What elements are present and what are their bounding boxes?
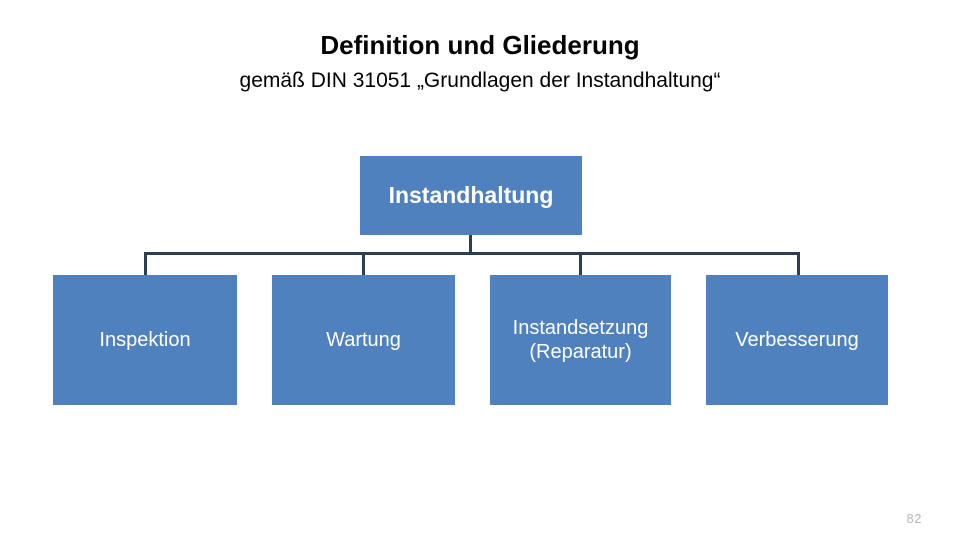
connector-drop-verbesserung xyxy=(797,252,800,276)
node-label-wartung: Wartung xyxy=(326,329,401,351)
title-block: Definition und Gliederung gemäß DIN 3105… xyxy=(0,28,960,96)
node-instandhaltung[interactable]: Instandhaltung xyxy=(360,156,582,235)
node-instandsetzung[interactable]: Instandsetzung(Reparatur) xyxy=(490,275,671,405)
connector-drop-wartung xyxy=(362,252,365,276)
page-number: 82 xyxy=(906,511,922,526)
connector-root-stem xyxy=(469,235,472,254)
connector-drop-instandsetzung xyxy=(579,252,582,276)
connector-horizontal-bus xyxy=(144,252,800,255)
page-title: Definition und Gliederung xyxy=(320,30,640,60)
node-wartung[interactable]: Wartung xyxy=(272,275,455,405)
page-subtitle: gemäß DIN 31051 „Grundlagen der Instandh… xyxy=(239,69,721,92)
node-label-instandhaltung: Instandhaltung xyxy=(388,181,554,208)
node-label-instandsetzung: Instandsetzung(Reparatur) xyxy=(512,317,649,363)
node-label-verbesserung: Verbesserung xyxy=(735,329,859,351)
connector-drop-inspektion xyxy=(144,252,147,276)
node-verbesserung[interactable]: Verbesserung xyxy=(706,275,888,405)
node-label-inspektion: Inspektion xyxy=(99,329,191,351)
node-inspektion[interactable]: Inspektion xyxy=(53,275,237,405)
